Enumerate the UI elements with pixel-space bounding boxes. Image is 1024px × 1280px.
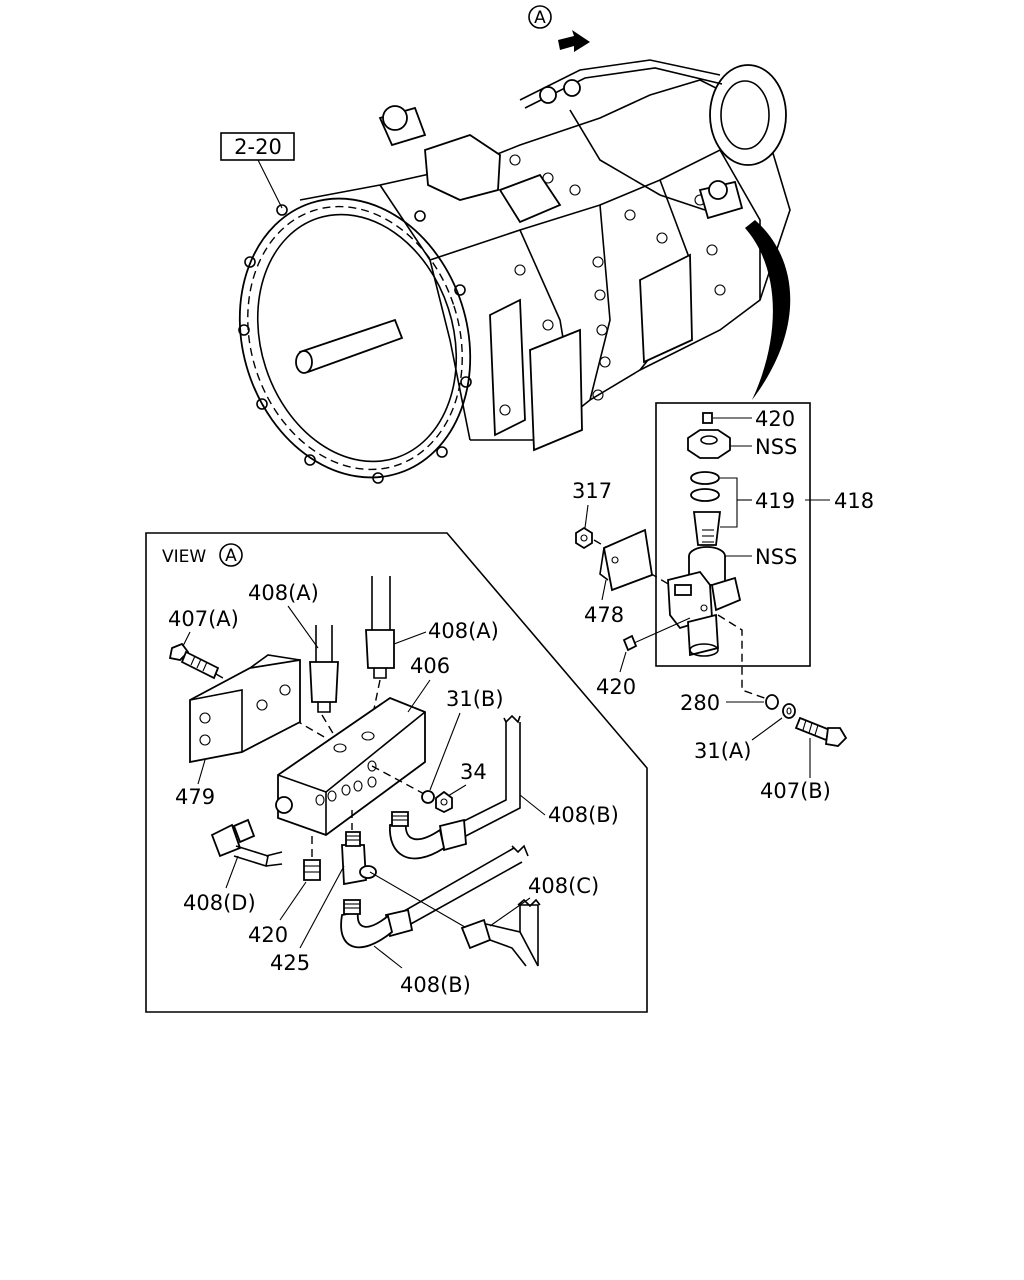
part-408d-sensor: 408(D) bbox=[183, 818, 283, 915]
part-420-low-plug: 420 bbox=[248, 836, 321, 947]
part-408c-hose: 408(C) bbox=[369, 871, 599, 967]
label-425: 425 bbox=[270, 951, 310, 975]
part-479-bracket: 479 bbox=[175, 654, 301, 809]
part-406-block: 406 bbox=[275, 654, 450, 837]
view-marker-letter: A bbox=[534, 8, 546, 28]
part-408a-left: 408(A) bbox=[248, 581, 341, 746]
label-408b-lower: 408(B) bbox=[400, 973, 471, 997]
part-408b-upper: 408(B) bbox=[389, 714, 619, 860]
part-420-mid-plug: 420 bbox=[596, 617, 691, 699]
label-34: 34 bbox=[460, 760, 487, 784]
label-408b-upper: 408(B) bbox=[548, 803, 619, 827]
part-280-washer: 280 bbox=[680, 691, 779, 715]
label-407a: 407(A) bbox=[168, 607, 239, 631]
label-420-mid: 420 bbox=[596, 675, 636, 699]
transmission-assembly bbox=[238, 59, 791, 484]
part-478-bracket: 478 bbox=[584, 528, 654, 627]
part-31b-washer: 31(B) bbox=[421, 687, 504, 804]
label-31b: 31(B) bbox=[446, 687, 504, 711]
view-a-title-marker: A bbox=[225, 546, 237, 566]
label-nss-mid: NSS bbox=[755, 545, 797, 569]
label-420-low: 420 bbox=[248, 923, 288, 947]
label-408a-left: 408(A) bbox=[248, 581, 319, 605]
label-408d: 408(D) bbox=[183, 891, 256, 915]
part-34-nut: 34 bbox=[435, 760, 487, 814]
label-408c: 408(C) bbox=[528, 874, 599, 898]
part-317-nut: 317 bbox=[572, 479, 612, 550]
label-408a-right: 408(A) bbox=[428, 619, 499, 643]
view-a-marker: A bbox=[528, 5, 552, 29]
reference-box-2-20: 2-20 bbox=[220, 132, 295, 209]
view-a-title: VIEW bbox=[162, 547, 206, 567]
label-478: 478 bbox=[584, 603, 624, 627]
label-418: 418 bbox=[834, 489, 874, 513]
label-407b: 407(B) bbox=[760, 779, 831, 803]
part-425-tee: 425 bbox=[270, 810, 377, 975]
label-419: 419 bbox=[755, 489, 795, 513]
label-nss-top: NSS bbox=[755, 435, 797, 459]
part-407b-bolt: 407(B) bbox=[760, 716, 848, 803]
label-31a: 31(A) bbox=[694, 739, 751, 763]
view-direction-arrow bbox=[558, 30, 590, 52]
label-406: 406 bbox=[410, 654, 450, 678]
part-31a-washer: 31(A) bbox=[694, 703, 796, 763]
label-420-top: 420 bbox=[755, 407, 795, 431]
view-a-panel: VIEW A bbox=[145, 532, 648, 1013]
detail-connector-curve bbox=[745, 220, 791, 400]
label-479: 479 bbox=[175, 785, 215, 809]
label-280: 280 bbox=[680, 691, 720, 715]
part-408b-lower: 408(B) bbox=[340, 844, 529, 997]
label-2-20: 2-20 bbox=[234, 135, 282, 159]
leader-280-dashed bbox=[717, 614, 771, 701]
label-317: 317 bbox=[572, 479, 612, 503]
detail-box-418: 420 NSS 419 418 NSS bbox=[655, 402, 874, 667]
part-408a-right: 408(A) bbox=[365, 576, 499, 739]
